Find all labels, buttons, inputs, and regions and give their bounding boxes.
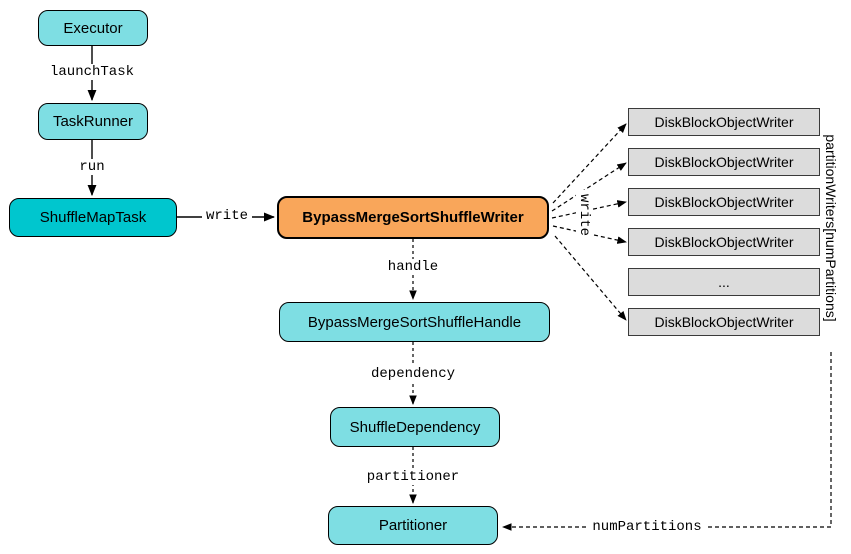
- node-bypass-merge-sort-shuffle-writer: BypassMergeSortShuffleWriter: [277, 196, 549, 239]
- node-disk-block-object-writer-1: DiskBlockObjectWriter: [628, 108, 820, 136]
- edge-label-write: write: [201, 208, 253, 224]
- edge-label-handle: handle: [383, 259, 443, 275]
- edge-label-numpartitions: numPartitions: [588, 519, 706, 535]
- edge-numpartitions-arrow: [502, 352, 832, 531]
- edge-writefan-5-arrow: [554, 235, 627, 321]
- edge-writefan-1-arrow: [552, 123, 627, 204]
- node-disk-block-object-writer-2: DiskBlockObjectWriter: [628, 148, 820, 176]
- node-shuffle-dependency: ShuffleDependency: [330, 407, 500, 447]
- edge-label-run: run: [75, 159, 109, 175]
- edge-label-partitioner: partitioner: [362, 469, 464, 485]
- node-task-runner: TaskRunner: [38, 103, 148, 140]
- node-disk-block-object-writer-3: DiskBlockObjectWriter: [628, 188, 820, 216]
- node-disk-block-object-writer-ellipsis: ...: [628, 268, 820, 296]
- node-executor: Executor: [38, 10, 148, 46]
- edge-label-write-fan: write: [576, 189, 592, 241]
- node-partitioner: Partitioner: [328, 506, 498, 545]
- edge-label-launchtask: launchTask: [45, 64, 139, 80]
- edge-label-dependency: dependency: [366, 366, 460, 382]
- node-disk-block-object-writer-n: DiskBlockObjectWriter: [628, 308, 820, 336]
- node-bypass-merge-sort-shuffle-handle: BypassMergeSortShuffleHandle: [279, 302, 550, 342]
- label-partition-writers-array: partitionWriters[numPartitions]: [823, 134, 839, 322]
- node-shuffle-map-task: ShuffleMapTask: [9, 198, 177, 237]
- node-disk-block-object-writer-4: DiskBlockObjectWriter: [628, 228, 820, 256]
- edge-writefan-2-arrow: [551, 162, 627, 212]
